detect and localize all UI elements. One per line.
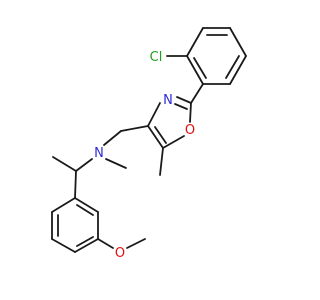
bond (190, 83, 204, 104)
methoxy-oxygen-label: O (115, 246, 125, 261)
bond (154, 126, 167, 144)
bond (51, 197, 76, 213)
atom-label-layer: Cl N O N O (94, 50, 195, 261)
bond-layer (51, 27, 247, 253)
oxazole-nitrogen-label: N (163, 93, 173, 108)
bond (74, 170, 77, 199)
bond (147, 125, 164, 149)
bond (147, 102, 161, 127)
bond (103, 130, 122, 146)
bond (76, 236, 94, 247)
bond (74, 197, 99, 213)
chlorine-label: Cl (150, 50, 163, 65)
bond (189, 102, 192, 123)
bond (74, 238, 99, 253)
bond (186, 55, 204, 85)
bond (229, 27, 247, 57)
molecule-structure: Cl N O N O (51, 27, 247, 261)
oxazole-oxygen-label: O (185, 123, 195, 138)
bond (159, 147, 164, 176)
bond (51, 238, 76, 253)
bond (186, 27, 204, 57)
bond (105, 158, 127, 169)
bond (52, 156, 77, 172)
bond (120, 125, 149, 132)
bond (193, 57, 207, 79)
bond (162, 135, 185, 149)
bond (126, 238, 146, 249)
bond (97, 238, 114, 249)
bond (76, 204, 94, 216)
bond (176, 96, 192, 104)
bond (225, 55, 240, 79)
bond (75, 158, 93, 172)
amine-nitrogen-label: N (94, 146, 104, 161)
bond (174, 103, 188, 110)
bond (229, 55, 247, 85)
